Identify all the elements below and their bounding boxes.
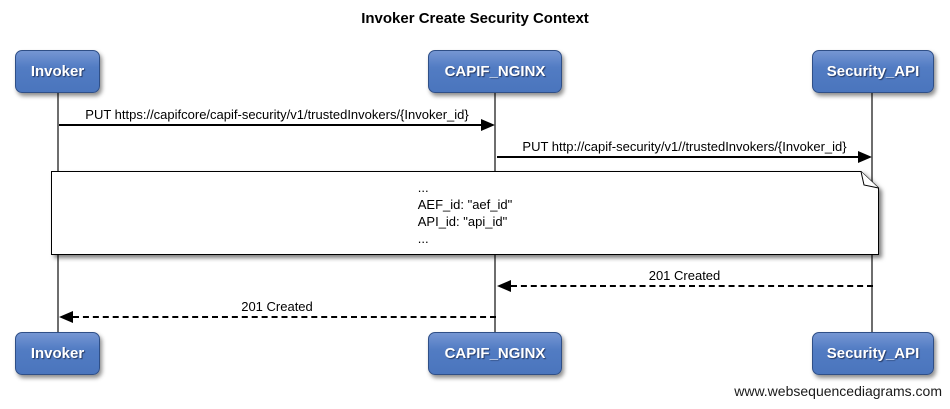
note-dogear-icon [860,171,879,189]
diagram-title: Invoker Create Security Context [361,10,589,27]
message-4-label: 201 Created [241,299,313,314]
actor-top-invoker: Invoker [15,50,100,93]
message-2-arrowhead-icon [858,151,872,163]
message-3-label: 201 Created [648,268,721,283]
actor-top-security-api: Security_API [812,50,934,93]
actor-top-capif-nginx: CAPIF_NGINX [428,50,562,93]
message-1-arrowhead-icon [481,119,495,131]
note-outline [51,171,879,255]
message-3-arrowhead-icon [497,280,511,292]
note-box: ... AEF_id: "aef_id" API_id: "api_id" ..… [51,171,879,255]
note-line-4: ... [417,231,429,246]
note-shape [51,171,879,255]
note-line-2: AEF_id: "aef_id" [417,197,513,212]
actor-bottom-capif-nginx: CAPIF_NGINX [428,332,562,375]
message-4-line [73,316,496,318]
actor-bottom-invoker: Invoker [15,332,100,375]
note-text: ... AEF_id: "aef_id" API_id: "api_id" ..… [51,171,879,255]
message-1-label: PUT https://capifcore/capif-security/v1/… [85,107,469,122]
watermark-websequencediagrams: www.websequencediagrams.com [734,383,942,399]
note-line-3: API_id: "api_id" [417,214,508,229]
actor-bottom-security-api: Security_API [812,332,934,375]
message-4-arrowhead-icon [59,311,73,323]
message-3-line [511,285,873,287]
message-2-line [497,156,859,158]
message-2-label: PUT http://capif-security/v1//trustedInv… [522,139,847,154]
note-line-1: ... [417,180,429,195]
message-1-line [59,124,483,126]
